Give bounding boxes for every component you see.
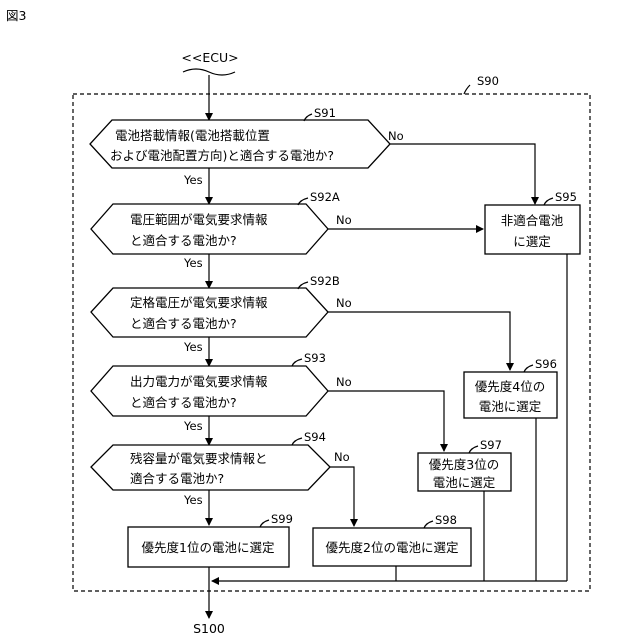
yes-label-s91: Yes	[183, 173, 203, 187]
step-label-s99: S99	[271, 512, 293, 526]
process-s95-line2: に選定	[513, 234, 551, 249]
step-label-s94: S94	[304, 430, 326, 444]
step-label-s92a: S92A	[310, 190, 340, 204]
no-label-s92b: No	[336, 296, 352, 310]
process-s97-line1: 優先度3位の	[429, 457, 499, 472]
decision-s93-line2: と適合する電池か?	[130, 395, 237, 410]
entry-wave	[183, 69, 235, 75]
no-label-s94: No	[334, 450, 350, 464]
decision-s92a-line2: と適合する電池か?	[130, 233, 237, 248]
decision-s92b-line2: と適合する電池か?	[130, 316, 237, 331]
decision-s94: 残容量が電気要求情報と 適合する電池か? S94	[91, 430, 330, 490]
leader-s94	[292, 438, 302, 445]
process-s96-line2: 電池に選定	[479, 399, 542, 414]
leader-s95	[544, 198, 553, 205]
process-s96-line1: 優先度4位の	[475, 379, 545, 394]
no-branch-s93	[328, 391, 444, 451]
leader-s96	[524, 365, 533, 372]
group-leader	[464, 85, 470, 94]
leader-s93	[292, 359, 302, 366]
process-s99-line1: 優先度1位の電池に選定	[142, 540, 275, 555]
no-label-s92a: No	[336, 213, 352, 227]
decision-s94-line2: 適合する電池か?	[130, 471, 224, 486]
decision-s92a-line1: 電圧範囲が電気要求情報	[130, 212, 268, 227]
no-label-s91: No	[388, 129, 404, 143]
step-label-s96: S96	[535, 357, 557, 371]
yes-label-s94: Yes	[183, 493, 203, 507]
yes-label-s92b: Yes	[183, 340, 203, 354]
no-branch-s92b	[328, 312, 510, 370]
figure-label: 図3	[6, 8, 26, 23]
step-label-s98: S98	[435, 513, 457, 527]
process-s99: 優先度1位の電池に選定 S99	[128, 512, 293, 567]
decision-s91-line1: 電池搭載情報(電池搭載位置	[115, 128, 270, 143]
step-label-s95: S95	[555, 190, 577, 204]
yes-label-s93: Yes	[183, 419, 203, 433]
entry-label: <<ECU>	[181, 50, 238, 65]
step-label-s92b: S92B	[310, 274, 340, 288]
group-label: S90	[477, 74, 499, 88]
process-s95-line1: 非適合電池	[501, 213, 564, 228]
decision-s94-line1: 残容量が電気要求情報と	[130, 451, 268, 466]
leader-s97	[469, 446, 478, 453]
decision-s91: 電池搭載情報(電池搭載位置 および電池配置方向)と適合する電池か? S91	[90, 106, 390, 168]
leader-s98	[424, 521, 433, 528]
process-s97: 優先度3位の 電池に選定 S97	[418, 438, 511, 491]
process-s95: 非適合電池 に選定 S95	[485, 190, 580, 254]
decision-s91-line2: および電池配置方向)と適合する電池か?	[110, 148, 334, 163]
process-s98-line1: 優先度2位の電池に選定	[326, 540, 459, 555]
step-label-s93: S93	[304, 351, 326, 365]
step-label-s91: S91	[314, 106, 336, 120]
exit-label: S100	[193, 621, 225, 636]
no-label-s93: No	[336, 375, 352, 389]
decision-s92b: 定格電圧が電気要求情報 と適合する電池か? S92B	[91, 274, 340, 337]
no-branch-s94	[330, 467, 354, 526]
no-branch-s91	[390, 144, 535, 204]
yes-label-s92a: Yes	[183, 256, 203, 270]
decision-s92b-line1: 定格電圧が電気要求情報	[130, 295, 268, 310]
process-s98: 優先度2位の電池に選定 S98	[313, 513, 471, 566]
decision-s93-line1: 出力電力が電気要求情報	[130, 374, 268, 389]
leader-s99	[260, 520, 269, 527]
decision-s92a: 電圧範囲が電気要求情報 と適合する電池か? S92A	[91, 190, 340, 254]
step-label-s97: S97	[480, 438, 502, 452]
process-s97-line2: 電池に選定	[433, 475, 496, 490]
